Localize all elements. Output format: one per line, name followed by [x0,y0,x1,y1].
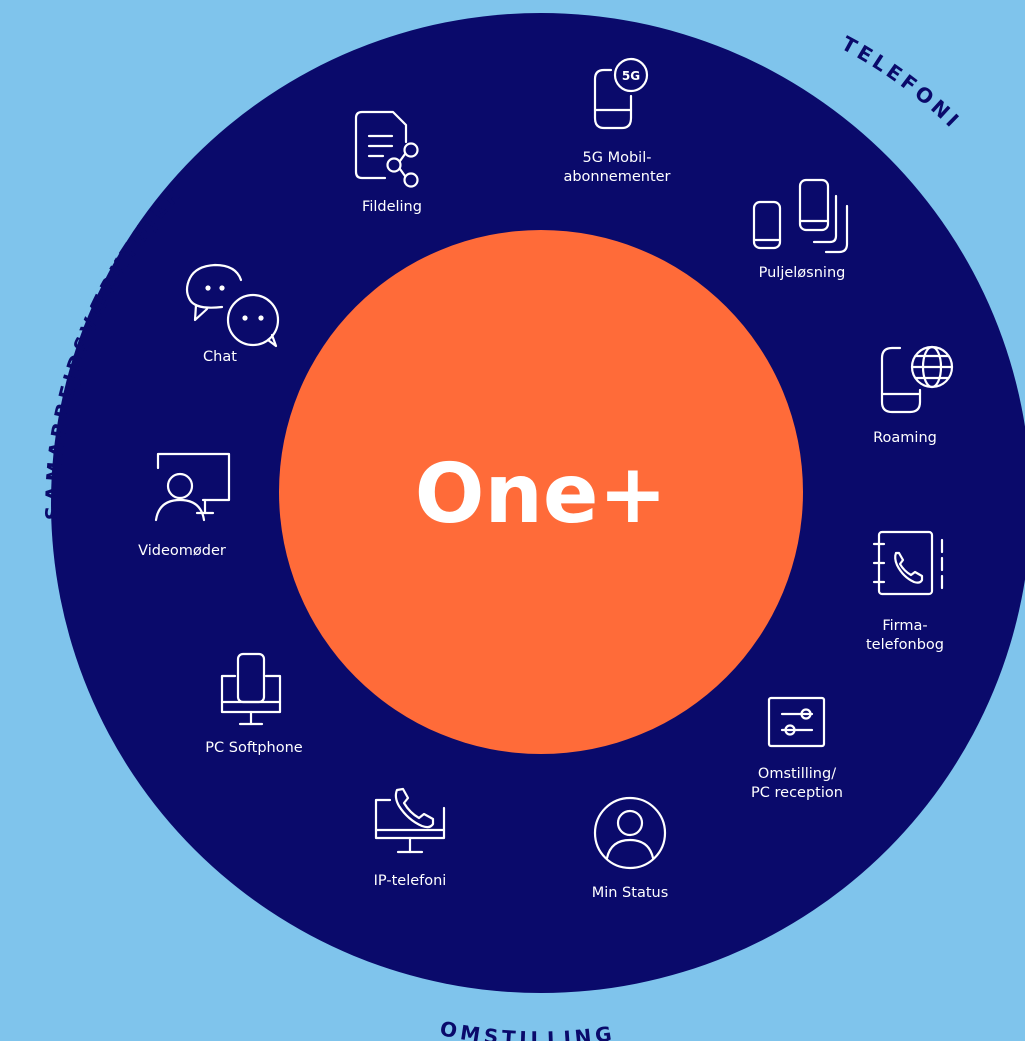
monitor-mobile-icon [220,652,282,726]
phones-pool-icon [752,178,849,254]
file-share-icon [354,110,419,188]
item-video[interactable]: Videomøder [138,452,231,559]
item-phonebook-label-2: telefonbog [866,637,944,653]
item-softphone-label: PC Softphone [205,740,303,756]
item-file-sharing[interactable]: Fildeling [354,110,422,215]
item-switching-label-1: Omstilling/ [758,766,836,782]
item-switching[interactable]: Omstilling/ PC reception [751,696,843,801]
item-ip-telephony-label: IP-telefoni [374,873,447,889]
monitor-phone-icon [374,787,446,854]
item-switching-label-2: PC reception [751,785,843,801]
item-pool-label: Puljeløsning [759,265,846,281]
item-file-sharing-label: Fildeling [362,199,422,215]
item-status[interactable]: Min Status [592,796,669,901]
user-circle-icon [593,796,667,870]
5g-phone-icon [593,57,649,130]
item-chat[interactable]: Chat [185,263,280,365]
item-chat-label: Chat [203,349,237,365]
item-roaming[interactable]: Roaming [873,345,954,446]
presenter-screen-icon [154,452,231,522]
ring-label-switchboard: OMSTILLING [438,1016,617,1041]
item-5g-mobile-label-1: 5G Mobil- [583,150,652,166]
item-ip-telephony[interactable]: IP-telefoni [374,787,447,889]
item-phonebook-label-1: Firma- [882,618,927,634]
item-video-label: Videomøder [138,543,226,559]
item-pool[interactable]: Puljeløsning [752,178,849,281]
item-phonebook[interactable]: Firma- telefonbog [866,530,944,653]
phonebook-icon [872,530,944,596]
item-5g-mobile[interactable]: 5G 5G Mobil- abonnementer [563,57,671,185]
center-title: One+ [415,447,667,542]
item-softphone[interactable]: PC Softphone [205,652,303,756]
phone-globe-icon [880,345,954,414]
5g-badge-text: 5G [622,69,640,83]
sliders-panel-icon [767,696,826,748]
item-status-label: Min Status [592,885,669,901]
item-roaming-label: Roaming [873,430,937,446]
chat-bubbles-icon [185,263,280,348]
item-5g-mobile-label-2: abonnementer [563,169,670,185]
ring-label-telephony: TELEFONI [838,31,967,134]
center-disc [279,230,803,754]
